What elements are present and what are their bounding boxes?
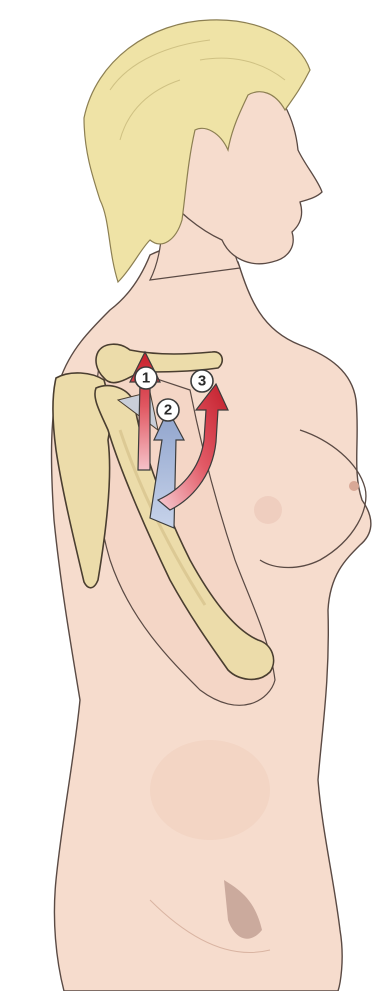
areola-shadow [254, 496, 282, 524]
marker-1-label: 1 [142, 370, 150, 387]
torso-shading [150, 740, 270, 840]
marker-2-label: 2 [164, 402, 172, 419]
nipple [349, 481, 359, 491]
marker-2: 2 [157, 399, 179, 421]
marker-3-label: 3 [198, 373, 206, 390]
marker-1: 1 [135, 367, 157, 389]
marker-3: 3 [191, 370, 213, 392]
